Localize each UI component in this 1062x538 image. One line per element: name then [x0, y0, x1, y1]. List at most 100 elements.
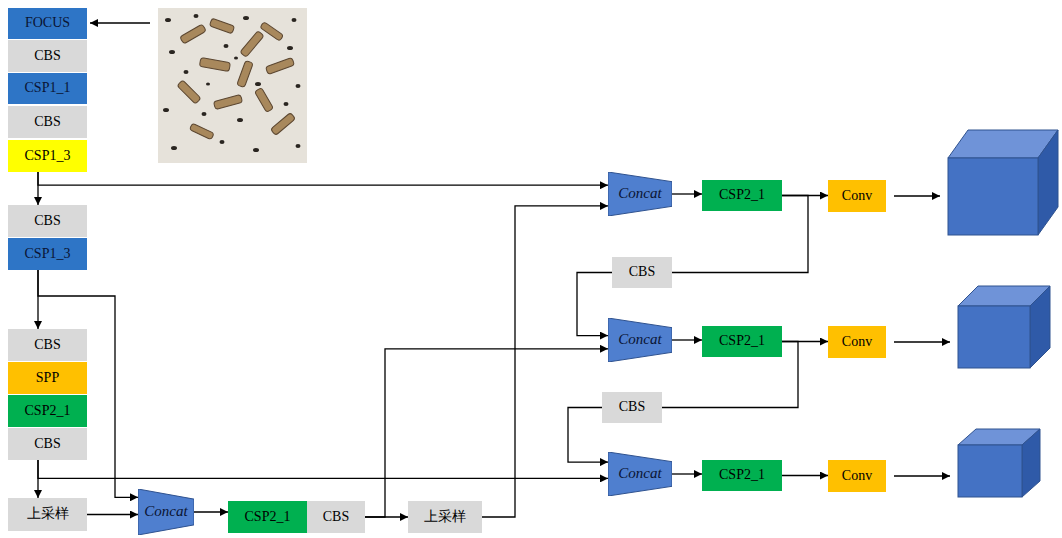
- layer-label: CSP2_1: [245, 509, 291, 525]
- seed: [234, 57, 238, 60]
- cbs-box: CBS: [612, 257, 672, 288]
- cbs-box: CBS: [307, 501, 365, 533]
- csp-box: CSP1_3: [8, 238, 87, 270]
- connector: [672, 193, 702, 194]
- layer-label: CBS: [323, 509, 349, 525]
- connector: [365, 349, 608, 517]
- layer-label: CBS: [34, 48, 60, 64]
- connector: [577, 273, 612, 336]
- insect-shell: [177, 80, 201, 104]
- output-arrow: [894, 341, 950, 342]
- cbs-box: 上采样: [8, 498, 87, 531]
- cube-front: [958, 306, 1030, 368]
- concat-block: Concat: [608, 172, 672, 216]
- seed: [163, 108, 169, 112]
- seed: [184, 70, 189, 74]
- concat-label: Concat: [618, 465, 661, 482]
- seed: [243, 16, 249, 20]
- seed: [202, 112, 207, 116]
- concat-block: Concat: [138, 489, 194, 535]
- connector: [672, 473, 702, 474]
- concat-trapezoid: [608, 452, 672, 496]
- layer-label: CSP2_1: [719, 187, 765, 203]
- layer-label: CSP2_1: [719, 333, 765, 349]
- csp-box: FOCUS: [8, 8, 87, 39]
- layer-label: CSP2_1: [25, 403, 71, 419]
- cube-side: [1030, 286, 1050, 368]
- csp-box: CSP2_1: [702, 460, 782, 491]
- insect-shell: [270, 113, 295, 136]
- csp-box: CSP2_1: [228, 501, 307, 533]
- connector: [87, 514, 138, 515]
- layer-label: 上采样: [424, 509, 466, 525]
- seed: [287, 46, 293, 50]
- layer-label: SPP: [36, 370, 59, 386]
- cube-side: [1022, 429, 1040, 497]
- connector: [782, 475, 828, 476]
- connector: [38, 460, 608, 478]
- seed: [194, 14, 199, 18]
- seed: [292, 18, 297, 22]
- concat-block: Concat: [608, 318, 672, 362]
- layer-label: CSP1_3: [25, 246, 71, 262]
- layer-label: FOCUS: [25, 15, 70, 31]
- layer-label: 上采样: [27, 506, 69, 522]
- insect-shell: [237, 60, 253, 87]
- input-arrow: [90, 22, 150, 23]
- csp-box: CSP2_1: [8, 395, 87, 427]
- conv-box: Conv: [828, 460, 886, 492]
- cbs-box: CBS: [8, 205, 87, 237]
- insect-shell: [189, 123, 214, 139]
- cbs-box: CBS: [8, 106, 87, 138]
- concat-trapezoid: [608, 172, 672, 216]
- csp-box: CSP1_1: [8, 73, 87, 104]
- insect-shell: [209, 18, 234, 34]
- cube-side: [1038, 130, 1058, 235]
- seed: [255, 82, 261, 86]
- seed: [171, 146, 177, 150]
- csp-box: CSP1_3: [8, 140, 87, 172]
- layer-label: CBS: [34, 436, 60, 452]
- spp-box: SPP: [8, 362, 87, 394]
- insect-shell: [240, 31, 264, 58]
- concat-block: Concat: [608, 452, 672, 496]
- connector: [672, 339, 702, 340]
- seed: [237, 118, 243, 122]
- cube-front: [948, 158, 1038, 235]
- layer-label: Conv: [842, 188, 872, 204]
- cbs-box: CBS: [602, 392, 662, 423]
- csp-box: CSP2_1: [702, 326, 782, 357]
- connector: [482, 206, 608, 517]
- insect-shell: [199, 57, 230, 71]
- layer-label: Conv: [842, 334, 872, 350]
- layer-label: CSP1_3: [25, 148, 71, 164]
- layer-label: CBS: [34, 337, 60, 353]
- output-arrow: [894, 195, 940, 196]
- cbs-box: CBS: [8, 40, 87, 72]
- conv-box: Conv: [828, 326, 886, 358]
- seed: [296, 144, 301, 148]
- cbs-box: 上采样: [408, 501, 482, 533]
- seed: [206, 83, 210, 86]
- layer-label: CSP2_1: [719, 467, 765, 483]
- concat-label: Concat: [618, 331, 661, 348]
- seed: [165, 18, 171, 22]
- csp-box: CSP2_1: [702, 180, 782, 211]
- cbs-box: CBS: [8, 428, 87, 460]
- layer-label: Conv: [842, 468, 872, 484]
- cube-front: [958, 445, 1022, 497]
- concat-label: Concat: [144, 503, 187, 520]
- layer-label: CBS: [34, 114, 60, 130]
- connector: [194, 511, 228, 512]
- seed: [296, 84, 301, 88]
- seed: [169, 50, 175, 54]
- layer-label: CBS: [34, 213, 60, 229]
- seed: [220, 140, 225, 144]
- connector: [38, 172, 608, 185]
- insect-shell: [260, 22, 284, 41]
- input-photo: [158, 8, 307, 163]
- cbs-box: CBS: [8, 329, 87, 361]
